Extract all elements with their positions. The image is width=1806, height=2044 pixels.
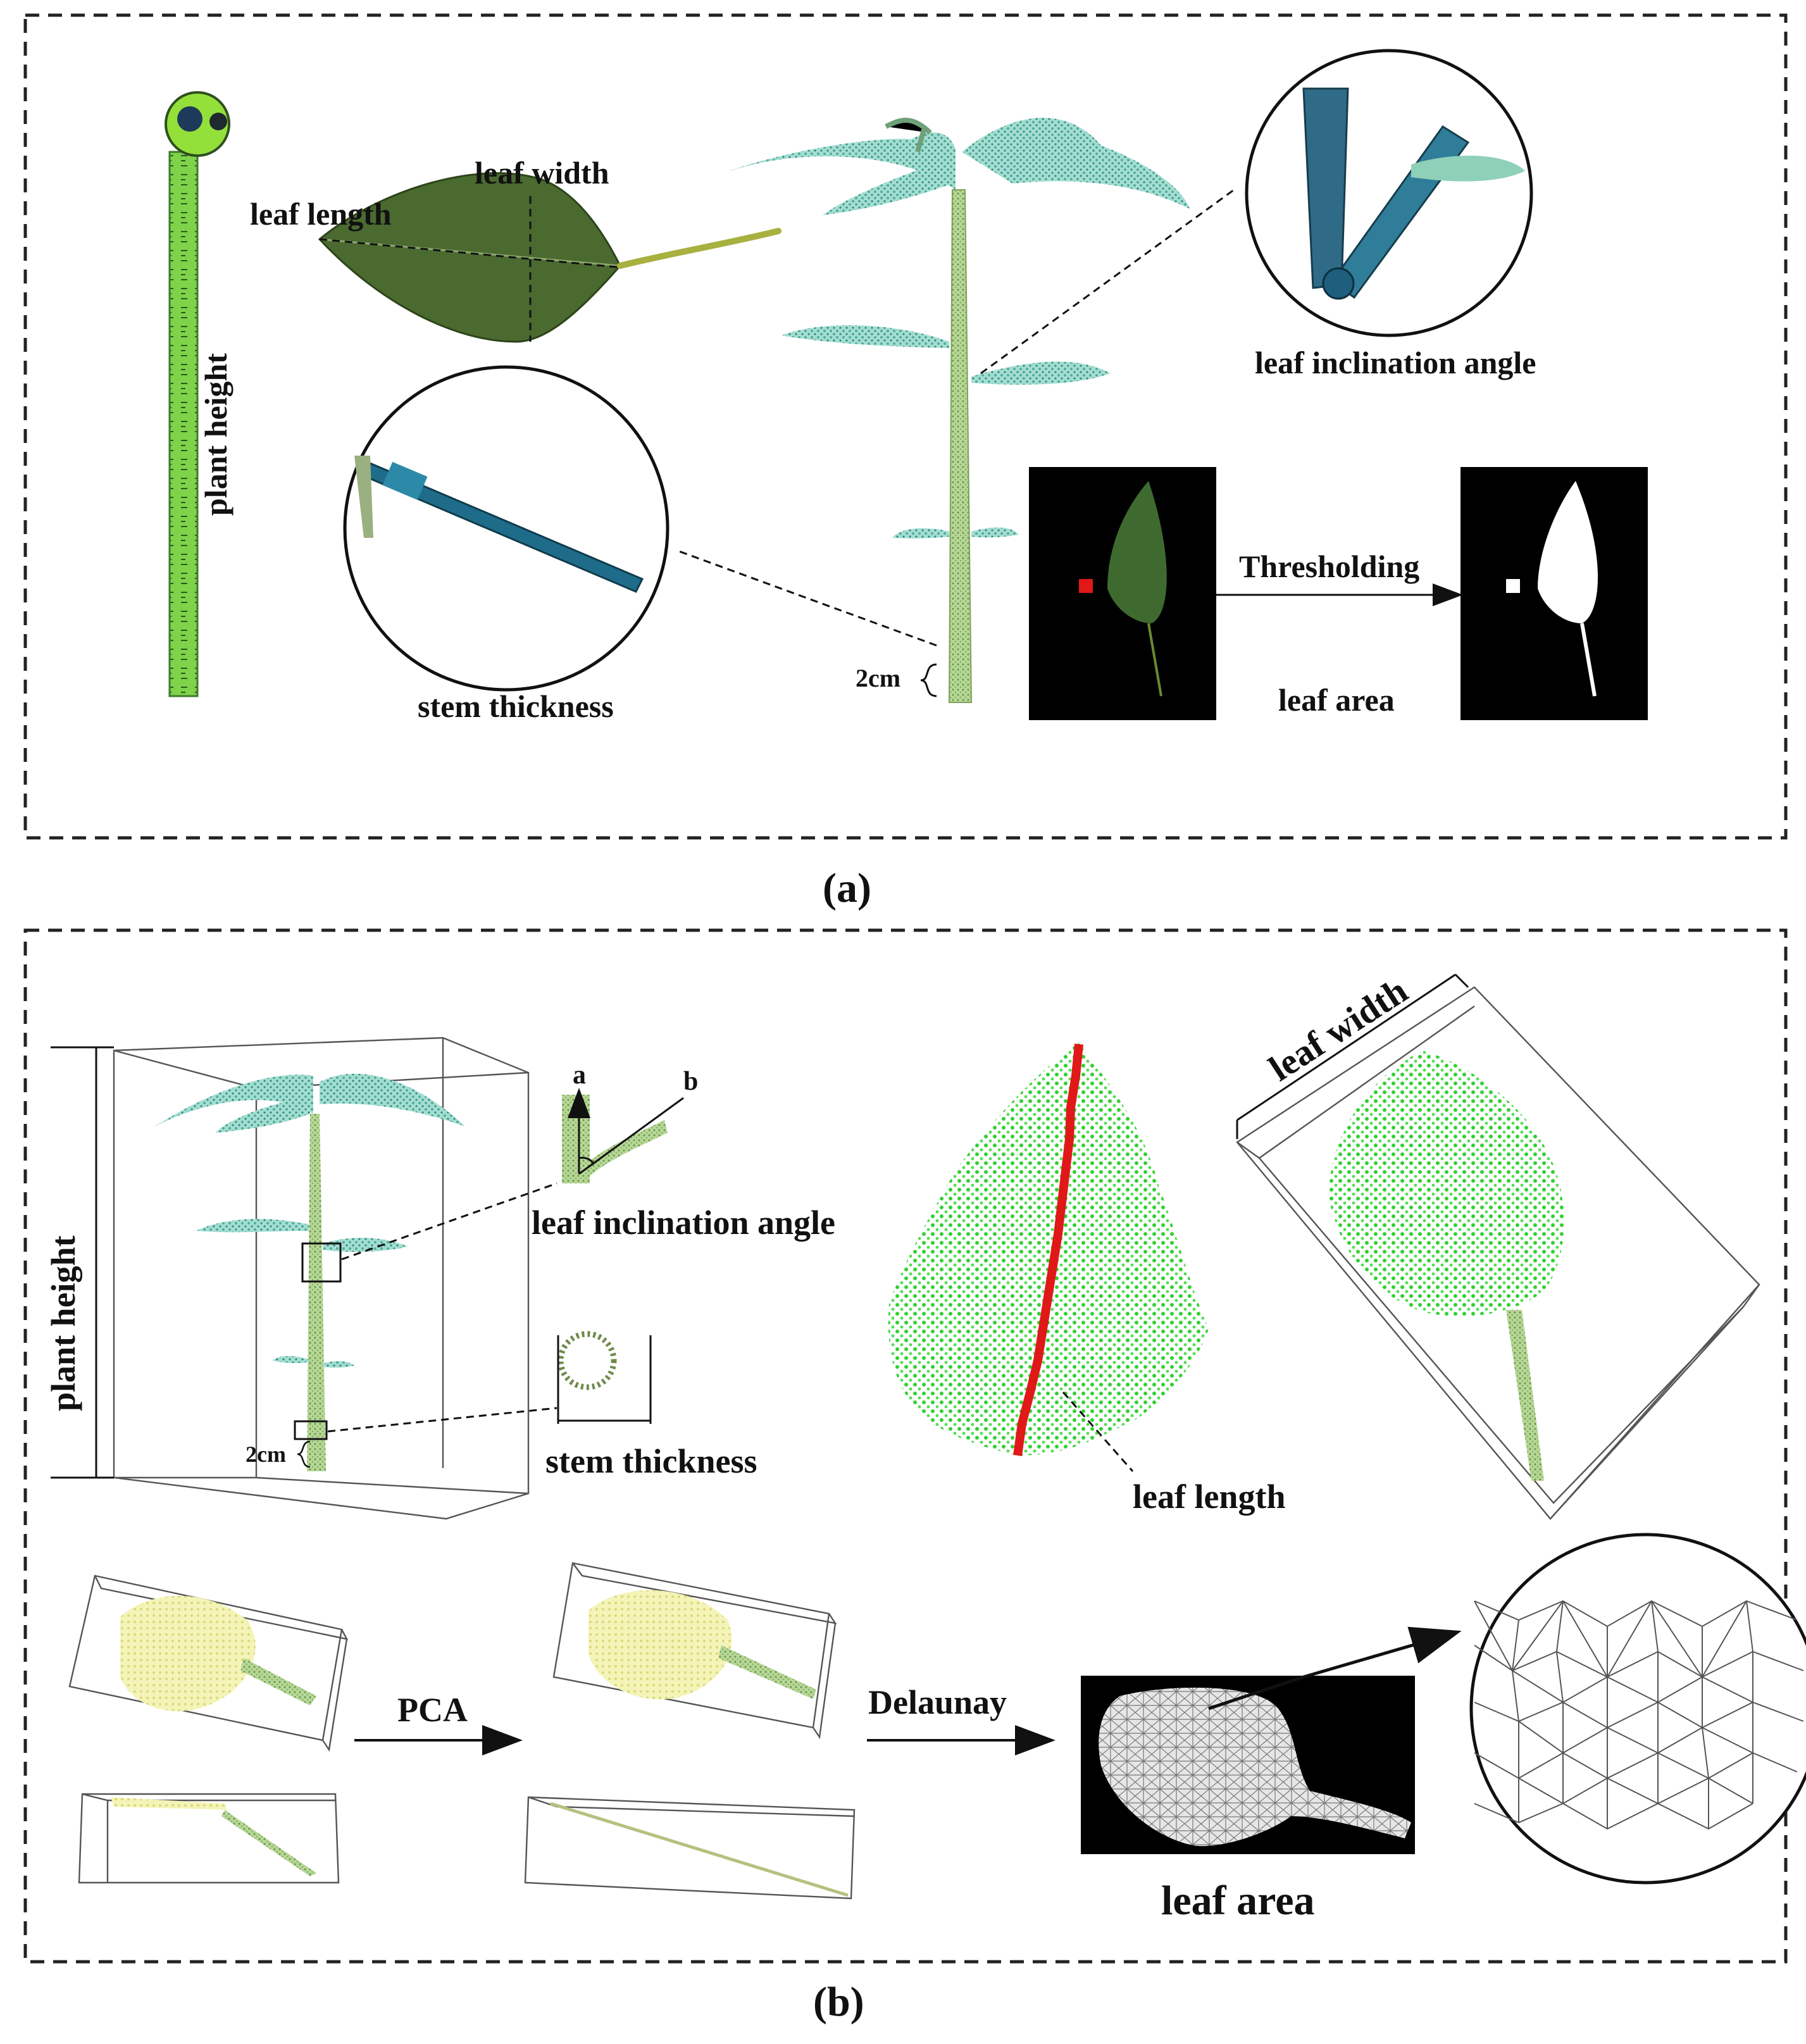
thresholding-label: Thresholding (1239, 549, 1419, 584)
plant-photo (721, 118, 1190, 703)
dashed-connector-stem-b (327, 1407, 557, 1433)
leaf-length-label-b: leaf length (1133, 1478, 1285, 1516)
inclination-angle-detail (562, 1088, 684, 1183)
delaunay-mesh-panel (1081, 1675, 1415, 1854)
axis-a-label: a (573, 1061, 586, 1090)
stem-sample-box (294, 1420, 328, 1440)
dashed-connector-stem (676, 549, 937, 647)
pca-before-box (68, 1574, 349, 1752)
leaf-width-label-a: leaf width (475, 155, 609, 190)
panel-b-caption: (b) (813, 1979, 864, 2025)
leaf-width-box (1236, 973, 1760, 1520)
dashed-connector-inclination-b (341, 1182, 557, 1261)
delaunay-label: Delaunay (868, 1683, 1007, 1721)
stem-thickness-label-a: stem thickness (418, 689, 614, 724)
leaf-inclination-angle-label-a: leaf inclination angle (1255, 345, 1536, 380)
leaf-length-point-cloud (888, 1043, 1209, 1472)
pca-before-side-box (78, 1793, 340, 1884)
mesh-zoom-arrow (1303, 1626, 1462, 1679)
inclination-sample-box (301, 1242, 342, 1283)
angle-ruler-inset (1245, 49, 1533, 337)
leaf-length-label-a: leaf length (250, 196, 392, 232)
bracket-2cm-a (920, 663, 937, 697)
panel-a-frame (23, 13, 1788, 840)
leaf-photo (318, 172, 782, 343)
plant-height-label-a: plant height (198, 353, 234, 516)
leaf-inclination-angle-label-b: leaf inclination angle (532, 1204, 835, 1242)
stem-thickness-label-b: stem thickness (545, 1442, 757, 1480)
pca-after-side-box (524, 1796, 856, 1900)
bracket-2cm-b (297, 1440, 311, 1468)
tape-measure (165, 91, 230, 697)
pca-after-box (552, 1562, 837, 1740)
scale-2cm-label-a: 2cm (856, 664, 900, 692)
stem-cross-section (557, 1331, 652, 1424)
dashed-connector-angle (980, 189, 1235, 375)
leaf-scan-binary (1460, 467, 1648, 720)
caliper-inset (343, 365, 669, 692)
leaf-area-label-a: leaf area (1278, 682, 1395, 718)
mesh-zoom-inset (1469, 1533, 1806, 1885)
axis-b-label: b (683, 1067, 698, 1096)
leaf-area-label-b: leaf area (1161, 1878, 1315, 1924)
leaf-scan-original (1029, 467, 1216, 720)
plant-height-label-b: plant height (44, 1235, 82, 1411)
plant-point-cloud (155, 1073, 465, 1471)
panel-b-frame (23, 928, 1788, 1964)
pca-label: PCA (397, 1691, 468, 1729)
scale-2cm-label-b: 2cm (246, 1442, 286, 1467)
panel-a-caption: (a) (823, 865, 871, 911)
